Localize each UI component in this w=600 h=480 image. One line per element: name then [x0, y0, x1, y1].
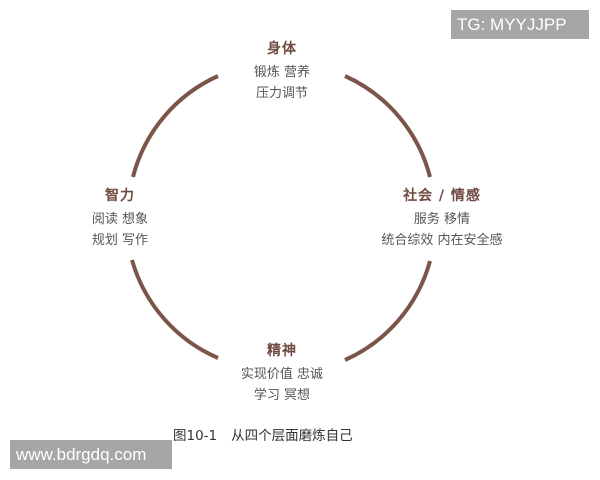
node-intellect: 智力 阅读 想象 规划 写作	[70, 185, 170, 251]
arc-top-right	[344, 74, 432, 178]
arc-bottom-left	[130, 259, 219, 360]
figure-number: 图10-1	[173, 428, 218, 444]
figure-caption-text: 从四个层面磨炼自己	[231, 428, 353, 444]
node-body: 身体 锻炼 营养 压力调节	[232, 38, 332, 104]
figure-caption: 图10-1 从四个层面磨炼自己	[173, 424, 353, 444]
node-spirit: 精神 实现价值 忠诚 学习 冥想	[222, 340, 342, 406]
node-line: 规划 写作	[91, 233, 149, 248]
node-line: 服务 移情	[413, 212, 471, 227]
node-social-emotional: 社会 / 情感 服务 移情 统合综效 内在安全感	[362, 185, 522, 251]
node-line: 学习 冥想	[253, 388, 311, 403]
node-title: 社会 / 情感	[403, 188, 481, 204]
arc-bottom-right	[344, 260, 432, 362]
arc-top-left	[131, 74, 219, 178]
node-title: 智力	[105, 188, 135, 204]
node-title: 身体	[267, 41, 297, 57]
watermark-url: www.bdrgdq.com	[10, 440, 172, 469]
node-line: 实现价值 忠诚	[240, 367, 324, 382]
node-line: 统合综效 内在安全感	[381, 233, 503, 248]
node-title: 精神	[267, 343, 297, 359]
watermark-tg: TG: MYYJJPP	[451, 10, 589, 39]
node-line: 阅读 想象	[91, 212, 149, 227]
node-line: 锻炼 营养	[253, 65, 311, 80]
node-line: 压力调节	[255, 86, 308, 101]
